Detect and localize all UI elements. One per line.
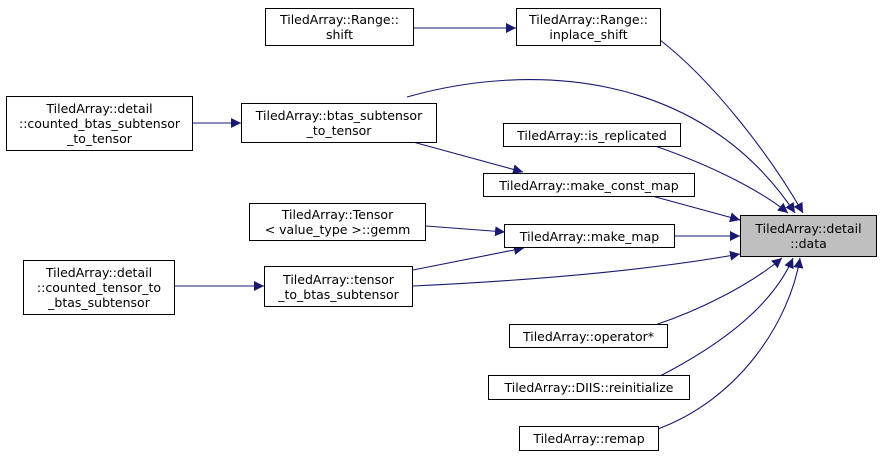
node-make-const-map[interactable]: TiledArray::make_const_map bbox=[483, 173, 695, 197]
edge-remap-to-data bbox=[654, 257, 804, 431]
node-diis-reinitialize[interactable]: TiledArray::DIIS::reinitialize bbox=[488, 375, 690, 400]
node-is-replicated[interactable]: TiledArray::is_replicated bbox=[503, 123, 681, 147]
node-tensor-gemm[interactable]: TiledArray::Tensor < value_type >::gemm bbox=[249, 203, 426, 241]
edge-btas-subtensor-to-const-map bbox=[412, 141, 524, 175]
edge-const-map-to-data bbox=[651, 195, 741, 223]
node-btas-subtensor-to-tensor[interactable]: TiledArray::btas_subtensor _to_tensor bbox=[241, 103, 437, 143]
edge-inplace-shift-to-data bbox=[659, 39, 804, 214]
node-tensor-to-btas-subtensor[interactable]: TiledArray::tensor _to_btas_subtensor bbox=[264, 266, 413, 307]
node-counted-tensor-to-btas-subtensor[interactable]: TiledArray::detail ::counted_tensor_to _… bbox=[23, 260, 175, 315]
node-operator-star[interactable]: TiledArray::operator* bbox=[509, 324, 668, 348]
node-make-map[interactable]: TiledArray::make_map bbox=[504, 224, 675, 248]
node-detail-data: TiledArray::detail ::data bbox=[740, 215, 877, 257]
edge-operator-star-to-data bbox=[654, 257, 783, 326]
edge-btas-subtensor-to-data bbox=[406, 79, 796, 214]
node-range-shift[interactable]: TiledArray::Range:: shift bbox=[265, 8, 414, 46]
edge-gemm-to-make-map bbox=[425, 225, 506, 237]
edge-tensor-to-btas-to-data bbox=[412, 250, 741, 287]
edge-is-replicated-to-data bbox=[654, 145, 789, 214]
edge-diis-reinitialize-to-data bbox=[659, 257, 794, 377]
node-counted-btas-subtensor-to-tensor[interactable]: TiledArray::detail ::counted_btas_subten… bbox=[6, 96, 193, 151]
edge-tensor-to-btas-to-make-map bbox=[412, 245, 525, 271]
node-remap[interactable]: TiledArray::remap bbox=[519, 426, 659, 451]
node-range-inplace-shift[interactable]: TiledArray::Range:: inplace_shift bbox=[516, 8, 661, 46]
